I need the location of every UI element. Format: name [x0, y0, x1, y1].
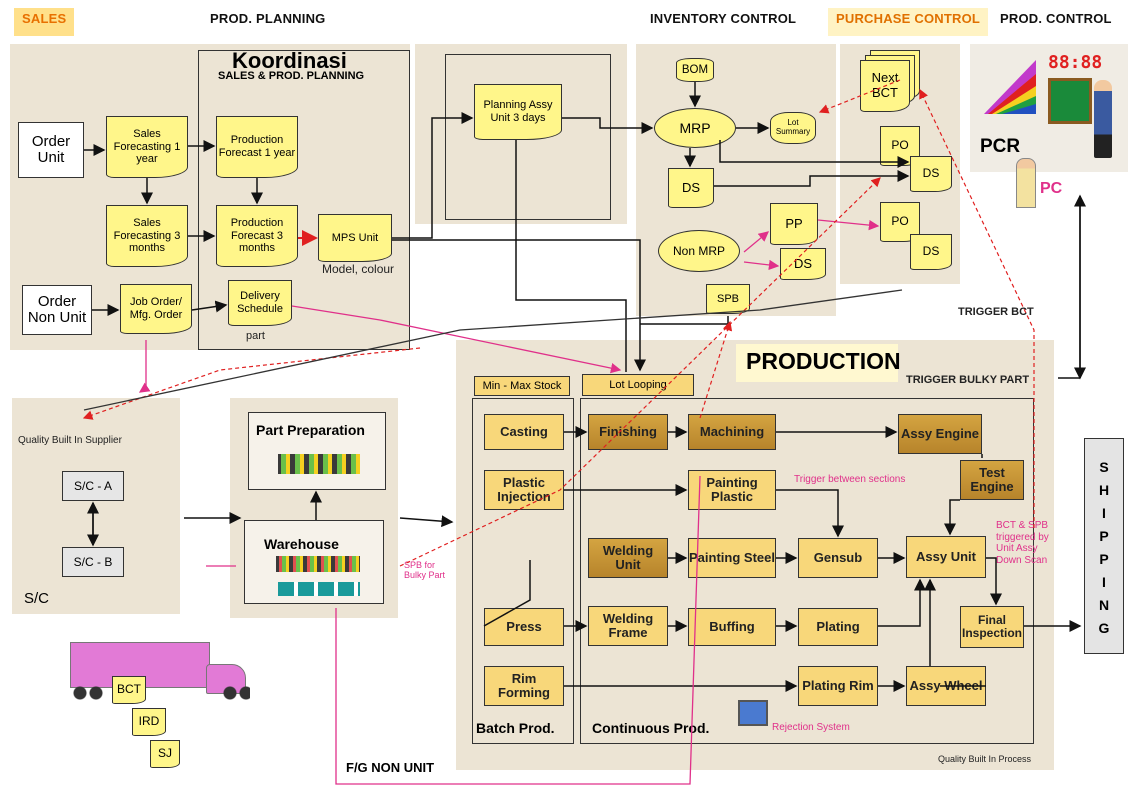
mps-note: Model, colour: [322, 262, 394, 276]
assy-engine-box: Assy Engine: [898, 414, 982, 454]
next-bct: Next BCT: [860, 60, 910, 112]
inventory-ds: DS: [668, 168, 714, 208]
job-order: Job Order/ Mfg. Order: [120, 284, 192, 334]
trigger-sections-label: Trigger between sections: [794, 474, 905, 485]
order-non-unit-box: Order Non Unit: [22, 285, 92, 335]
shipping-letter: S: [1096, 456, 1112, 479]
mps-unit: MPS Unit: [318, 214, 392, 262]
continuous-label: Continuous Prod.: [592, 720, 709, 736]
quality-process-label: Quality Built In Process: [938, 754, 1031, 764]
shipping-letter: I: [1096, 502, 1112, 525]
welding-frame-box: Welding Frame: [588, 606, 668, 646]
lot-summary: Lot Summary: [770, 112, 816, 144]
header-inventory-control: INVENTORY CONTROL: [642, 8, 804, 36]
truck-bct: BCT: [112, 676, 146, 704]
casting-box: Casting: [484, 414, 564, 450]
pc-label: PC: [1040, 180, 1062, 198]
delivery-part-label: part: [246, 330, 265, 342]
sc-label: S/C: [24, 590, 49, 607]
rejection-label: Rejection System: [772, 722, 850, 733]
sc-b-box: S/C - B: [62, 547, 124, 577]
painting-steel-box: Painting Steel: [688, 538, 776, 578]
spb-bulky-note: SPB for Bulky Part: [404, 560, 458, 580]
sales-forecast-3m: Sales Forecasting 3 months: [106, 205, 188, 267]
order-unit-box: Order Unit: [18, 122, 84, 178]
spb-box: SPB: [706, 284, 750, 314]
inventory-ds2: DS: [780, 248, 826, 280]
pc-figure: [1016, 158, 1036, 208]
pcr-label: PCR: [980, 136, 1020, 158]
part-prep-label: Part Preparation: [256, 422, 365, 438]
supplier-title: Quality Built In Supplier: [18, 435, 122, 446]
production-forecast-3m: Production Forecast 3 months: [216, 205, 298, 267]
shipping-letters: S H I P P I N G: [1096, 456, 1112, 640]
trigger-bct-label: TRIGGER BCT: [958, 306, 1034, 318]
koordinasi-subtitle: SALES & PROD. PLANNING: [218, 70, 364, 82]
shipping-letter: N: [1096, 594, 1112, 617]
press-box: Press: [484, 608, 564, 646]
assy-wheel-box: Assy Wheel: [906, 666, 986, 706]
warehouse-bins-graphic: [278, 582, 360, 596]
blackboard: [1048, 78, 1092, 124]
batch-label: Batch Prod.: [476, 720, 555, 736]
header-purchase-control: PURCHASE CONTROL: [828, 8, 988, 36]
truck-wheels: [70, 686, 250, 700]
welding-unit-box: Welding Unit: [588, 538, 668, 578]
lot-looping: Lot Looping: [582, 374, 694, 396]
assy-unit-box: Assy Unit: [906, 536, 986, 578]
plating-rim-box: Plating Rim: [798, 666, 878, 706]
supplier-zone: [12, 398, 180, 614]
truck-ird: IRD: [132, 708, 166, 736]
bom-box: BOM: [676, 58, 714, 82]
truck-sj: SJ: [150, 740, 180, 768]
buffing-box: Buffing: [688, 608, 776, 646]
machining-box: Machining: [688, 414, 776, 450]
sc-a-box: S/C - A: [62, 471, 124, 501]
shipping-letter: P: [1096, 548, 1112, 571]
shipping-letter: G: [1096, 617, 1112, 640]
sales-forecast-1y: Sales Forecasting 1 year: [106, 116, 188, 178]
gensub-box: Gensub: [798, 538, 878, 578]
warehouse-label: Warehouse: [264, 536, 339, 552]
computer-icon: [738, 700, 768, 726]
painting-plastic-box: Painting Plastic: [688, 470, 776, 510]
header-prod-control: PROD. CONTROL: [992, 8, 1120, 36]
trigger-bulky-label: TRIGGER BULKY PART: [906, 374, 1029, 386]
inventory-pp: PP: [770, 203, 818, 245]
shipping-letter: H: [1096, 479, 1112, 502]
part-rack-graphic: [278, 454, 360, 474]
purchase-ds2: DS: [910, 234, 952, 270]
production-forecast-1y: Production Forecast 1 year: [216, 116, 298, 178]
non-mrp-ellipse: Non MRP: [658, 230, 740, 272]
fg-non-unit-label: F/G NON UNIT: [346, 760, 434, 775]
digital-clock: 88:88: [1048, 52, 1102, 73]
plastic-injection-box: Plastic Injection: [484, 470, 564, 510]
purchase-ds1: DS: [910, 156, 952, 192]
final-inspection-box: Final Inspection: [960, 606, 1024, 648]
presenter-figure: [1094, 80, 1112, 158]
header-sales: SALES: [14, 8, 74, 36]
header-prod-planning: PROD. PLANNING: [202, 8, 333, 36]
min-max-stock: Min - Max Stock: [474, 376, 570, 396]
shipping-letter: P: [1096, 525, 1112, 548]
shipping-letter: I: [1096, 571, 1112, 594]
chart-graphic: [982, 56, 1038, 116]
test-engine-box: Test Engine: [960, 460, 1024, 500]
warehouse-rack-graphic: [276, 556, 360, 572]
rim-forming-box: Rim Forming: [484, 666, 564, 706]
mrp-ellipse: MRP: [654, 108, 736, 148]
finishing-box: Finishing: [588, 414, 668, 450]
bct-spb-note: BCT & SPB triggered by Unit Assy Down Sc…: [996, 520, 1056, 566]
planning-assy-unit: Planning Assy Unit 3 days: [474, 84, 562, 140]
plating-box: Plating: [798, 608, 878, 646]
production-title: PRODUCTION: [746, 348, 901, 375]
delivery-schedule: Delivery Schedule: [228, 280, 292, 326]
